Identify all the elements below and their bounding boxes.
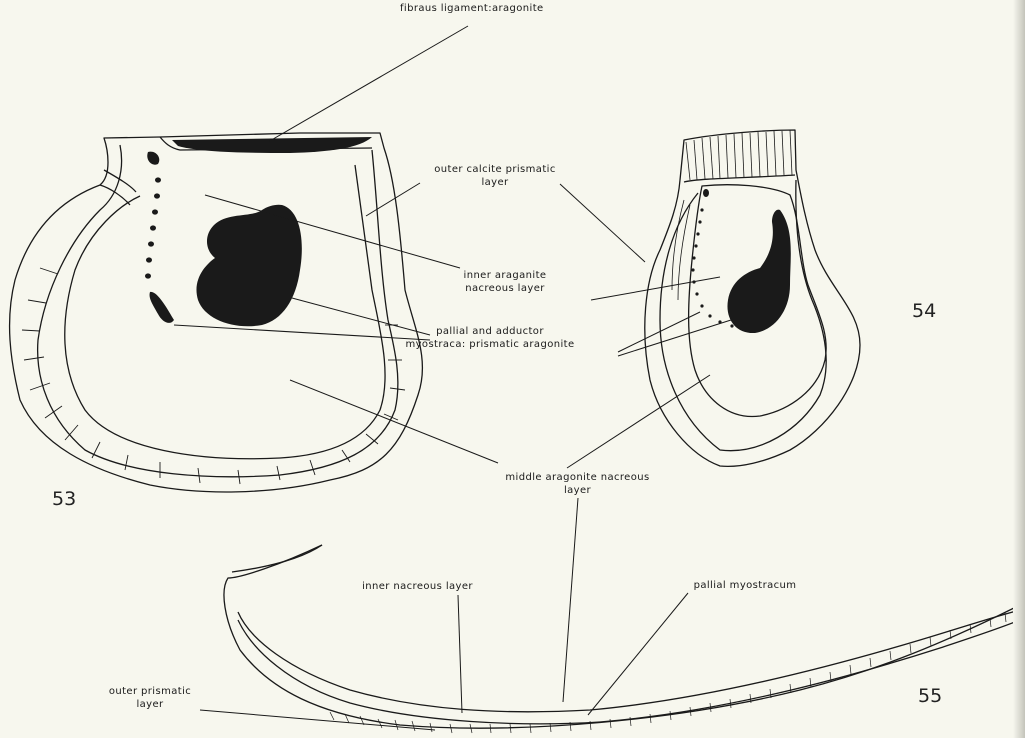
adductor-scar-fig54	[727, 210, 790, 333]
leader-lines	[174, 26, 731, 730]
label-fibrous-ligament: fibraus ligament:aragonite	[400, 3, 540, 15]
label-inner-aragonite-line1: inner araganite	[450, 270, 560, 282]
label-inner-nacreous: inner nacreous layer	[350, 581, 485, 593]
figure-number-54: 54	[912, 300, 936, 322]
figure-number-55: 55	[918, 685, 942, 707]
figure-number-53: 53	[52, 488, 76, 510]
label-middle-aragonite-line1: middle aragonite nacreous	[500, 472, 655, 484]
label-outer-calcite-line2: layer	[425, 177, 565, 189]
label-outer-prismatic-line1: outer prismatic	[100, 686, 200, 698]
label-inner-aragonite-line2: nacreous layer	[450, 283, 560, 295]
label-pallial-myostracum: pallial myostracum	[680, 580, 810, 592]
pallial-scar-dots-fig53	[145, 152, 174, 323]
label-pallial-adductor-line2: myostraca: prismatic aragonite	[400, 339, 580, 351]
label-middle-aragonite-line2: layer	[500, 485, 655, 497]
page-edge	[1013, 0, 1025, 738]
label-outer-prismatic-line2: layer	[100, 699, 200, 711]
label-pallial-adductor-line1: pallial and adductor	[400, 326, 580, 338]
cross-section-fig55	[224, 545, 1020, 733]
label-outer-calcite-line1: outer calcite prismatic	[425, 164, 565, 176]
adductor-scar-fig53	[196, 205, 301, 327]
